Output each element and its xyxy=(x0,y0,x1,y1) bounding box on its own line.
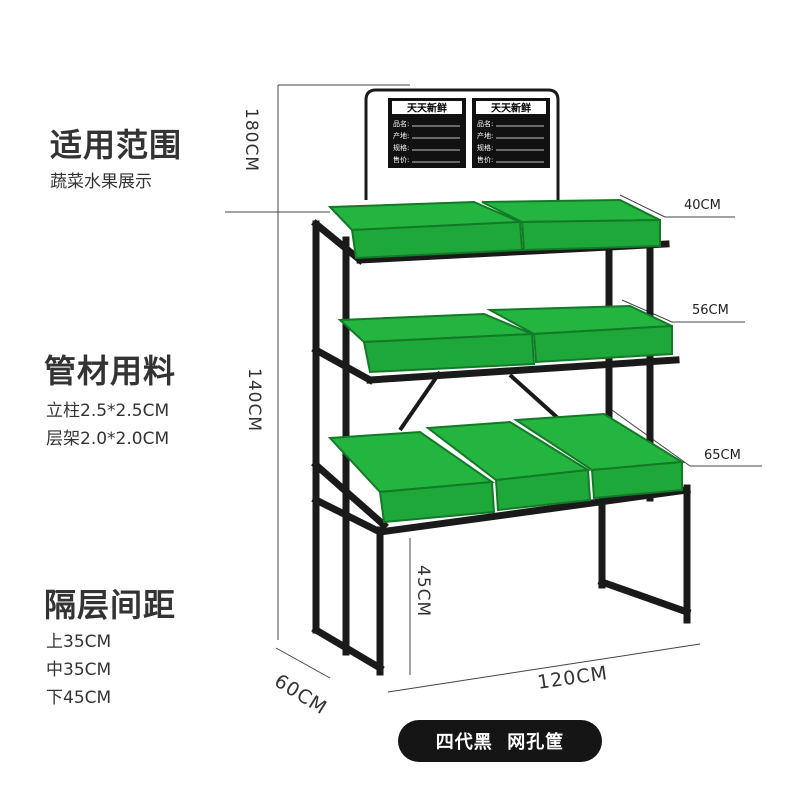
top-tier-label: 40CM xyxy=(684,198,721,213)
product-label-badge: 四代黑 网孔筐 xyxy=(398,720,602,762)
sign-holder xyxy=(364,88,560,200)
baskets-top-row xyxy=(327,198,661,260)
baskets-bottom-row xyxy=(327,412,686,524)
price-sign-1: 天天新鲜 品名: 产地: 规格: 售价: xyxy=(388,98,466,168)
sign-1-row-3: 规格: xyxy=(393,143,409,152)
sign-1-row-2: 产地: xyxy=(393,131,409,140)
spacing-line-2: 中35CM xyxy=(46,660,112,680)
material-line-2: 层架2.0*2.0CM xyxy=(46,429,170,449)
dimension-lines xyxy=(225,84,762,693)
sign-1-row-4: 售价: xyxy=(393,155,409,164)
sign-1-row-1: 品名: xyxy=(393,119,409,128)
material-line-1: 立柱2.5*2.5CM xyxy=(46,401,170,421)
spacing-line-1: 上35CM xyxy=(46,632,112,652)
material-title: 管材用料 xyxy=(44,352,177,390)
sign-2-row-3: 规格: xyxy=(477,143,493,152)
shelf-frame xyxy=(311,219,692,676)
baskets-middle-row xyxy=(337,304,673,374)
price-sign-2: 天天新鲜 品名: 产地: 规格: 售价: xyxy=(472,98,550,168)
leg-height-label: 45CM xyxy=(413,565,433,618)
usage-title: 适用范围 xyxy=(50,126,183,164)
spacing-title: 隔层间距 xyxy=(44,586,177,624)
sign-2-row-2: 产地: xyxy=(477,131,493,140)
sign-2-title: 天天新鲜 xyxy=(491,102,531,115)
middle-tier-label: 56CM xyxy=(692,303,729,318)
shelf-height-label: 140CM xyxy=(244,368,264,432)
cross-brace xyxy=(398,370,562,432)
sign-2-row-4: 售价: xyxy=(477,155,493,164)
spacing-line-3: 下45CM xyxy=(46,688,112,708)
sign-1-title: 天天新鲜 xyxy=(407,102,447,115)
total-height-label: 180CM xyxy=(241,108,261,172)
bottom-tier-label: 65CM xyxy=(704,448,741,463)
usage-text: 蔬菜水果展示 xyxy=(50,172,152,192)
sign-2-row-1: 品名: xyxy=(477,119,493,128)
